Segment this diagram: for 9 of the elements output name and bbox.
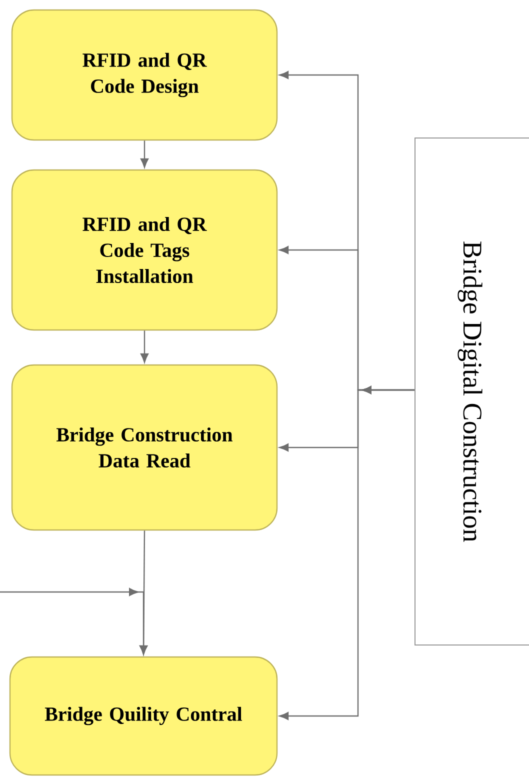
arrow xyxy=(279,386,414,720)
process-box: Bridge Quility Contral xyxy=(9,656,278,776)
process-box: Bridge Construction Data Read xyxy=(11,364,278,531)
process-box: RFID and QR Code Tags Installation xyxy=(11,169,278,331)
arrow xyxy=(140,140,148,168)
side-box: Bridge Digital Construction xyxy=(414,138,529,646)
arrow xyxy=(140,330,148,363)
process-box: RFID and QR Code Design xyxy=(11,9,278,141)
arrow xyxy=(0,588,148,655)
